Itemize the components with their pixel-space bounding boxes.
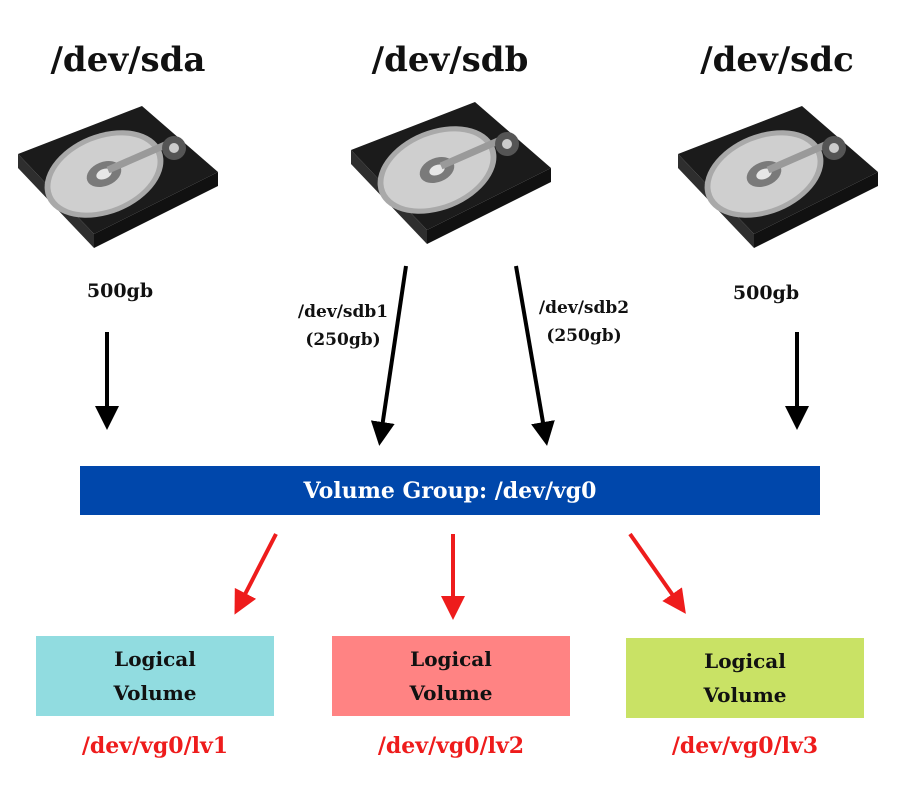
logical-volume-line1: Logical [704, 649, 786, 673]
logical-volume-path-lv2: /dev/vg0/lv2 [377, 733, 525, 759]
logical-volume-path-lv3: /dev/vg0/lv3 [671, 733, 819, 759]
volume-group-bar: Volume Group: /dev/vg0 [80, 466, 820, 515]
disk-size-sdc: 500gb [732, 282, 800, 304]
partition-size: (250gb) [305, 330, 381, 350]
disk-name-sdc: /dev/sdc [700, 40, 854, 80]
logical-volume-box-lv3: Logical Volume [626, 638, 864, 718]
partition-label-sdb2: /dev/sdb2 (250gb) [519, 294, 649, 350]
arrow-sdb1-to-vg [370, 265, 408, 446]
arrow-vg-to-lv3 [628, 532, 686, 614]
logical-volume-line1: Logical [410, 647, 492, 671]
disk-size-sda: 500gb [86, 280, 154, 302]
partition-size: (250gb) [546, 326, 622, 346]
arrow-sdb2-to-vg [514, 265, 555, 446]
disk-name-sdb: /dev/sdb [371, 40, 529, 80]
partition-name: /dev/sdb2 [538, 298, 630, 318]
hard-drive-icon [18, 106, 218, 248]
logical-volume-box-lv1: Logical Volume [36, 636, 274, 716]
hard-drive-icon [351, 102, 551, 244]
partition-name: /dev/sdb1 [297, 302, 389, 322]
logical-volume-path-lv1: /dev/vg0/lv1 [81, 733, 229, 759]
arrow-vg-to-lv1 [234, 533, 278, 615]
logical-volume-line2: Volume [409, 681, 493, 705]
hard-drive-icon [678, 106, 878, 248]
logical-volume-line1: Logical [114, 647, 196, 671]
disk-name-sda: /dev/sda [50, 40, 206, 80]
logical-volume-box-lv2: Logical Volume [332, 636, 570, 716]
logical-volume-line2: Volume [113, 681, 197, 705]
partition-label-sdb1: /dev/sdb1 (250gb) [278, 298, 408, 354]
logical-volume-line2: Volume [703, 683, 787, 707]
